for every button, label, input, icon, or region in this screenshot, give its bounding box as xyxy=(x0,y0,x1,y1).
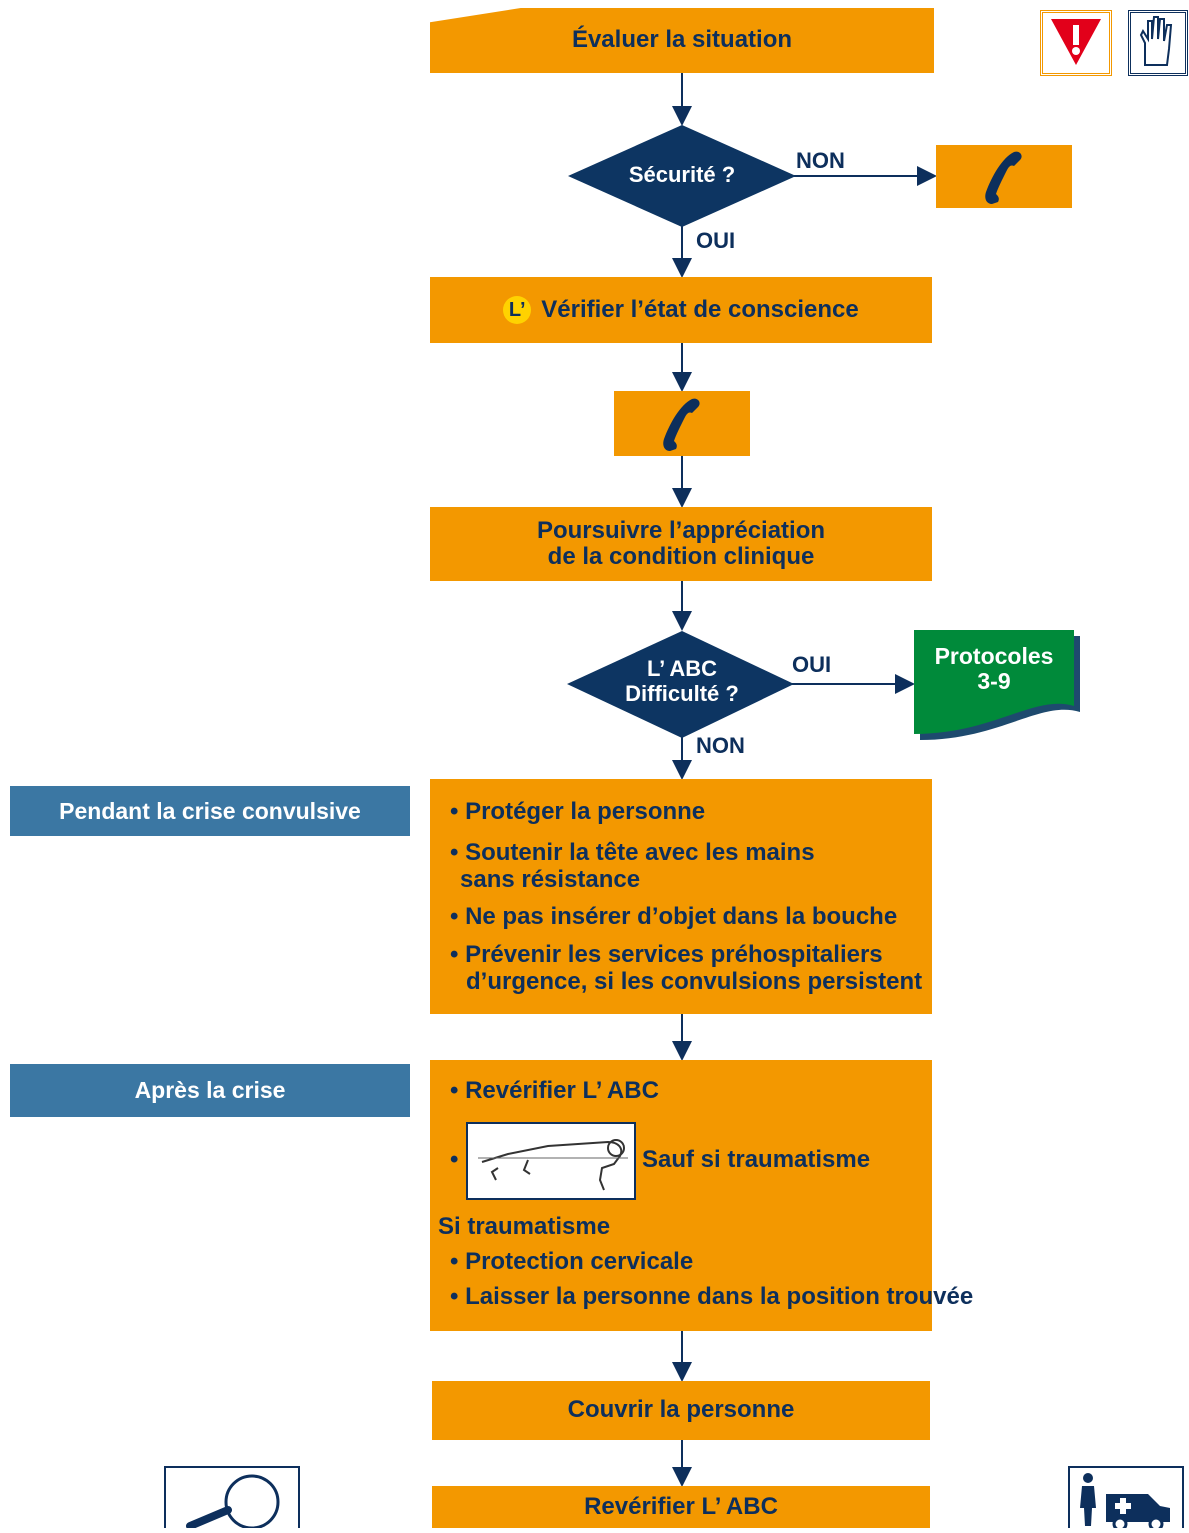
phone-icon xyxy=(663,398,700,451)
call-box xyxy=(614,391,750,456)
trauma-item: • Protection cervicale xyxy=(450,1248,694,1275)
evaluate-situation-label: Évaluer la situation xyxy=(571,26,793,54)
security-yes-label: OUI xyxy=(696,228,736,253)
evaluate-situation-box: Évaluer la situation xyxy=(430,8,934,73)
trauma-heading: Si traumatisme xyxy=(438,1213,611,1240)
cover-person-label: Couvrir la personne xyxy=(567,1396,795,1424)
after-recheck-item: • Revérifier L’ ABC xyxy=(450,1077,659,1104)
cover-person-box: Couvrir la personne xyxy=(432,1381,930,1440)
ambulance-icon-box xyxy=(1068,1466,1184,1532)
security-no-label: NON xyxy=(796,148,845,173)
call-box-unsafe xyxy=(936,145,1072,208)
check-consciousness-label: Vérifier l’état de conscience xyxy=(541,295,859,323)
warning-icon-box xyxy=(1040,10,1112,76)
glove-icon xyxy=(1139,16,1173,66)
security-question: Sécurité ? xyxy=(628,162,736,187)
abc-no-label: NON xyxy=(696,733,745,758)
during-item-cont: d’urgence, si les convulsions persistent xyxy=(466,968,923,995)
abc-question-line1: L’ ABC xyxy=(646,656,718,681)
trauma-item: • Laisser la personne dans la position t… xyxy=(450,1283,974,1310)
magnifier-icon xyxy=(186,1474,280,1530)
protocols-label: Protocoles 3-9 xyxy=(914,643,1074,695)
phone-icon xyxy=(985,151,1022,204)
during-item: • Soutenir la tête avec les mains xyxy=(450,839,815,866)
clinical-appreciation-line2: de la condition clinique xyxy=(547,543,815,570)
ambulance-person-icon xyxy=(1080,1473,1170,1532)
protocols-document xyxy=(914,630,1074,734)
warning-triangle-icon xyxy=(1051,19,1101,65)
abc-question: L’ ABC Difficulté ? xyxy=(600,656,764,707)
unless-trauma-note: Sauf si traumatisme xyxy=(642,1146,871,1173)
after-crisis-tag-label: Après la crise xyxy=(134,1077,286,1103)
glove-icon-box xyxy=(1128,10,1188,76)
magnifier-icon-box xyxy=(164,1466,300,1530)
during-item: • Protéger la personne xyxy=(450,798,706,825)
check-consciousness-box: L’ Vérifier l’état de conscience xyxy=(430,277,932,343)
during-crisis-tag: Pendant la crise convulsive xyxy=(10,786,410,836)
after-crisis-tag: Après la crise xyxy=(10,1064,410,1117)
l-badge-icon: L’ xyxy=(503,296,532,324)
after-bullet: • xyxy=(450,1146,459,1173)
during-crisis-box xyxy=(430,779,932,1014)
during-item: • Ne pas insérer d’objet dans la bouche xyxy=(450,903,898,930)
protocols-line2: 3-9 xyxy=(977,668,1011,695)
clinical-appreciation-box: Poursuivre l’appréciation de la conditio… xyxy=(430,507,932,581)
recheck-abc-box: Revérifier L’ ABC xyxy=(432,1486,930,1528)
recheck-abc-label: Revérifier L’ ABC xyxy=(584,1492,778,1520)
recovery-position-icon xyxy=(478,1139,628,1191)
security-diamond xyxy=(568,125,796,227)
protocols-line1: Protocoles xyxy=(934,643,1054,669)
abc-question-line2: Difficulté ? xyxy=(625,681,739,707)
clinical-appreciation-line1: Poursuivre l’appréciation xyxy=(536,516,826,544)
recovery-position-illustration xyxy=(466,1122,636,1200)
during-item-cont: sans résistance xyxy=(460,866,641,893)
during-item: • Prévenir les services préhospitaliers xyxy=(450,941,883,968)
abc-diamond xyxy=(567,631,794,738)
during-crisis-tag-label: Pendant la crise convulsive xyxy=(59,797,361,824)
abc-yes-label: OUI xyxy=(792,652,832,677)
